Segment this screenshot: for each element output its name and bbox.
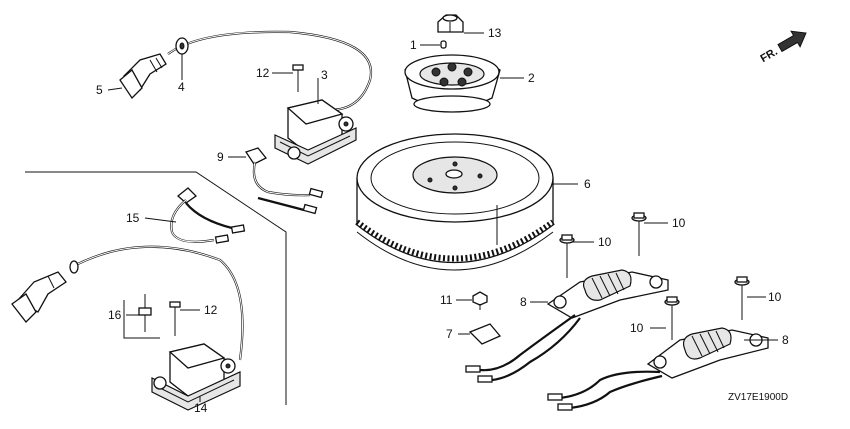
bolt-11 xyxy=(472,291,488,310)
callout-14: 14 xyxy=(194,401,208,415)
bolt-10-c xyxy=(734,276,750,320)
wire-15 xyxy=(170,187,246,244)
washer-4 xyxy=(175,37,189,55)
callout-11: 11 xyxy=(440,293,453,307)
callout-10-a: 10 xyxy=(672,216,686,230)
ignition-coil-3 xyxy=(274,99,357,165)
callout-1: 1 xyxy=(410,38,417,52)
callout-10-c: 10 xyxy=(768,290,782,304)
callout-12-inset: 12 xyxy=(204,303,218,317)
nut-13 xyxy=(437,14,464,33)
callout-16: 16 xyxy=(108,308,122,322)
bolt-10-b xyxy=(559,234,575,278)
callout-12-top: 12 xyxy=(256,66,270,80)
callout-15: 15 xyxy=(126,211,140,225)
ignition-coil-14 xyxy=(151,343,241,411)
leader-lines xyxy=(107,32,778,402)
bolt-12-top xyxy=(292,64,304,92)
inset-border xyxy=(25,171,287,405)
front-direction-arrow: FR. xyxy=(758,30,807,65)
spark-plug-cap-inset xyxy=(11,245,244,361)
callout-8-upper: 8 xyxy=(520,295,527,309)
callout-9: 9 xyxy=(217,150,224,164)
callout-4: 4 xyxy=(178,80,185,94)
callout-7: 7 xyxy=(446,327,453,341)
exciter-coil-8-upper xyxy=(465,269,669,383)
callout-6: 6 xyxy=(584,177,591,191)
flywheel-ring-gear xyxy=(355,219,555,262)
bolt-12-inset xyxy=(169,301,181,336)
callout-2: 2 xyxy=(528,71,535,85)
callout-5: 5 xyxy=(96,83,103,97)
exciter-coil-8-lower xyxy=(547,327,769,411)
callout-labels: 1 2 3 4 5 6 7 8 8 9 10 10 10 10 11 12 12… xyxy=(96,26,789,415)
bolt-10-d xyxy=(664,296,680,340)
callout-13: 13 xyxy=(488,26,502,40)
arrow-icon xyxy=(777,30,807,53)
flywheel-6 xyxy=(355,133,555,271)
bolt-10-a xyxy=(631,212,647,256)
callout-3: 3 xyxy=(321,68,328,82)
plate-7 xyxy=(468,323,502,345)
stud-16 xyxy=(138,294,152,332)
wire-harness-9 xyxy=(244,147,324,215)
callout-8-lower: 8 xyxy=(782,333,789,347)
starter-pulley-2 xyxy=(404,54,501,113)
diagram-code: ZV17E1900D xyxy=(728,392,788,403)
woodruff-key-1 xyxy=(440,40,447,49)
direction-label: FR. xyxy=(758,46,779,65)
callout-10-b: 10 xyxy=(598,235,612,249)
callout-10-d: 10 xyxy=(630,321,644,335)
inset-bracket xyxy=(123,300,160,339)
spark-plug-cap-5 xyxy=(119,30,373,112)
